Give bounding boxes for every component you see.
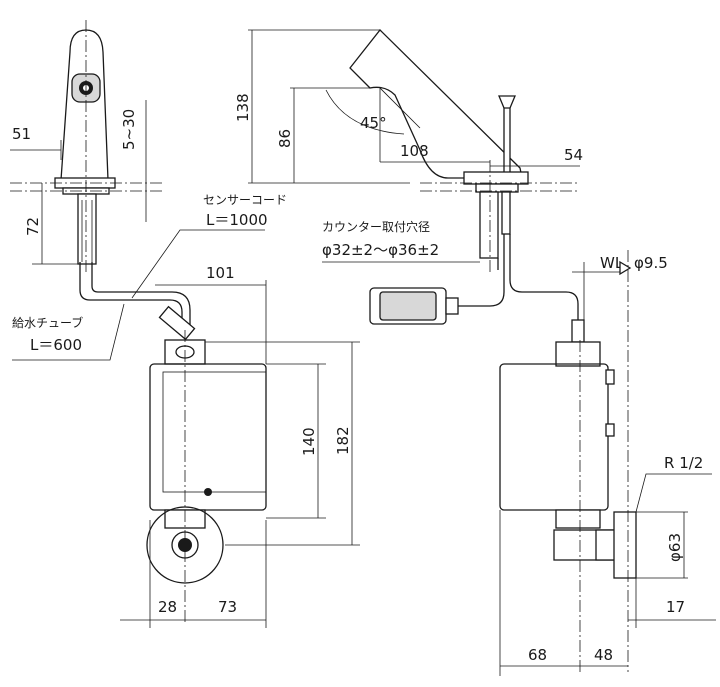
side-sensor-module-face bbox=[379, 291, 437, 321]
side-valve-knob-1 bbox=[605, 369, 615, 385]
dim-51-label: 51 bbox=[12, 125, 31, 143]
angle-45-label: 45° bbox=[360, 114, 387, 132]
side-shank-rod bbox=[501, 191, 511, 235]
dim-182-label: 182 bbox=[334, 426, 352, 455]
supply-tube-label: 給水チューブ bbox=[12, 315, 83, 330]
side-sensor-module-plug bbox=[445, 297, 459, 315]
dim-68-label: 68 bbox=[528, 646, 547, 664]
side-valve-box bbox=[499, 363, 609, 511]
dim-wl-label: WL bbox=[600, 254, 624, 272]
angle-45-arc bbox=[325, 89, 405, 135]
side-valve-knob-2 bbox=[605, 423, 615, 437]
side-supply-tube bbox=[509, 234, 579, 340]
sensor-cord-label: センサーコード bbox=[203, 193, 287, 207]
dim-48-label: 48 bbox=[594, 646, 613, 664]
front-supply-tube-inner bbox=[91, 262, 191, 326]
dim-28-label: 28 bbox=[158, 598, 177, 616]
side-lever-stem bbox=[503, 104, 511, 174]
side-shank bbox=[479, 191, 499, 259]
dim-138-label: 138 bbox=[234, 93, 252, 122]
dim-54-label: 54 bbox=[564, 146, 583, 164]
dim-r12-leader bbox=[635, 473, 712, 513]
side-tube-fitting bbox=[571, 319, 585, 343]
dim-5to30-label: 5~30 bbox=[120, 109, 138, 150]
dim-73-label: 73 bbox=[218, 598, 237, 616]
counter-hole-size: φ32±2～φ36±2 bbox=[322, 241, 439, 259]
angle-45-diagonal bbox=[379, 87, 421, 129]
dim-101-label: 101 bbox=[206, 264, 235, 282]
front-spout-body bbox=[60, 29, 109, 181]
dim-86-label: 86 bbox=[276, 129, 294, 148]
front-valve-indicator bbox=[204, 488, 212, 496]
side-outlet-r12 bbox=[613, 511, 637, 579]
side-lever-knob bbox=[498, 95, 516, 109]
side-outlet-nut bbox=[595, 529, 617, 561]
supply-tube-leader bbox=[12, 303, 125, 361]
dim-17-label: 17 bbox=[666, 598, 685, 616]
front-valve-panel bbox=[162, 371, 267, 493]
dim-phi63-label: φ63 bbox=[666, 533, 684, 562]
dim-72-label: 72 bbox=[24, 217, 42, 236]
side-view: 138 86 45° 108 54 カウンター取付穴径 φ32±2～φ36±2 … bbox=[234, 29, 716, 676]
counter-hole-label: カウンター取付穴径 bbox=[322, 219, 430, 234]
side-valve-top-block bbox=[555, 341, 601, 367]
sensor-cord-leader bbox=[131, 229, 265, 299]
side-sensor-cable bbox=[458, 234, 505, 307]
front-shank bbox=[77, 193, 97, 265]
dim-r12-label: R 1/2 bbox=[664, 454, 703, 472]
sensor-cord-length: L＝1000 bbox=[206, 211, 268, 229]
dim-108-label: 108 bbox=[400, 142, 429, 160]
dim-phi95-label: φ9.5 bbox=[634, 254, 668, 272]
side-valve-bottom-block bbox=[555, 509, 601, 529]
supply-tube-length: L＝600 bbox=[30, 336, 82, 354]
side-spout-body bbox=[349, 29, 523, 179]
dim-140-label: 140 bbox=[300, 427, 318, 456]
front-view: 51 5~30 72 センサーコード L＝1000 給水チューブ L＝600 1… bbox=[10, 20, 360, 628]
front-connector bbox=[158, 305, 196, 341]
dim-wl-marker bbox=[619, 260, 632, 276]
side-base-flange bbox=[463, 171, 529, 185]
front-supply-tube bbox=[79, 262, 183, 326]
